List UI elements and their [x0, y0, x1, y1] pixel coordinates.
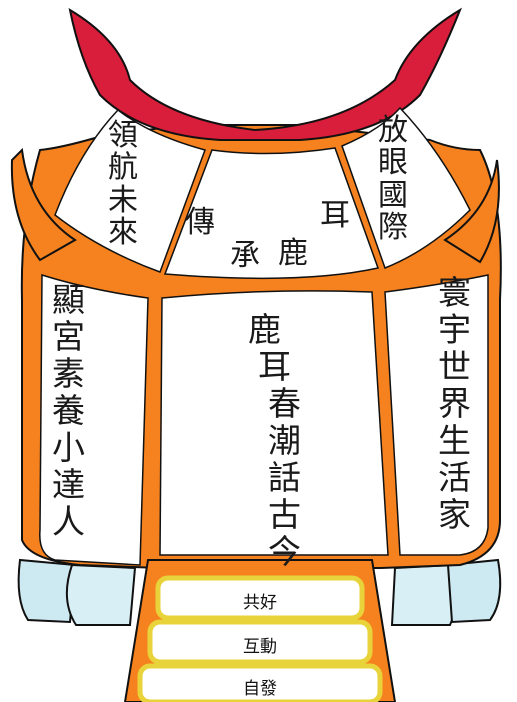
center-top-char: 鹿: [278, 236, 308, 271]
step-hudong-label: 互動: [243, 637, 277, 657]
left-char: 達: [52, 464, 85, 504]
top-left-char: 領: [108, 118, 138, 153]
top-right-panel-text: 放 眼 國 際: [378, 113, 408, 246]
top-right-char: 國: [378, 177, 408, 213]
top-right-char: 際: [378, 210, 408, 246]
left-char: 小: [52, 427, 85, 467]
right-char: 寰: [438, 273, 471, 312]
left-char: 素: [52, 353, 85, 393]
center-char: 耳: [258, 346, 291, 386]
top-left-panel-text: 領 航 未 來: [108, 118, 138, 251]
step-zifa-label: 自發: [243, 679, 277, 699]
left-char: 人: [52, 501, 85, 541]
step-gonghao-label: 共好: [243, 593, 277, 613]
left-char: 養: [52, 390, 85, 430]
right-char: 宇: [438, 309, 471, 349]
center-char: 話: [268, 457, 301, 497]
right-char: 家: [438, 494, 471, 534]
right-char: 活: [438, 457, 471, 497]
top-right-char: 放: [378, 113, 408, 148]
center-panel-text: 鹿 耳 春 潮 話 古 今: [228, 310, 301, 571]
center-char: 古: [268, 494, 301, 534]
right-char: 界: [438, 383, 471, 423]
temple-base: [17, 558, 502, 626]
top-left-char: 來: [108, 215, 138, 251]
temple-roof: [68, 7, 463, 141]
temple-steps: [123, 559, 397, 702]
top-right-char: 眼: [378, 145, 408, 181]
center-char: 今: [268, 531, 301, 571]
right-char: 生: [438, 420, 471, 460]
center-char: 春: [268, 383, 301, 423]
center-top-char: 耳: [320, 198, 350, 233]
left-panel-text: 顯 宮 素 養 小 達 人: [52, 280, 85, 541]
top-left-char: 航: [108, 150, 138, 186]
center-top-char: 傳: [185, 205, 215, 240]
left-char: 顯: [52, 280, 85, 319]
center-top-char: 承: [230, 238, 260, 273]
right-char: 世: [438, 346, 471, 386]
right-panel-text: 寰 宇 世 界 生 活 家: [438, 273, 471, 534]
top-left-char: 未: [108, 182, 138, 218]
lower-panels: [39, 273, 489, 566]
center-char: 潮: [268, 420, 301, 460]
center-char: 鹿: [248, 310, 281, 349]
upper-panels: [54, 106, 471, 280]
left-char: 宮: [52, 316, 85, 356]
